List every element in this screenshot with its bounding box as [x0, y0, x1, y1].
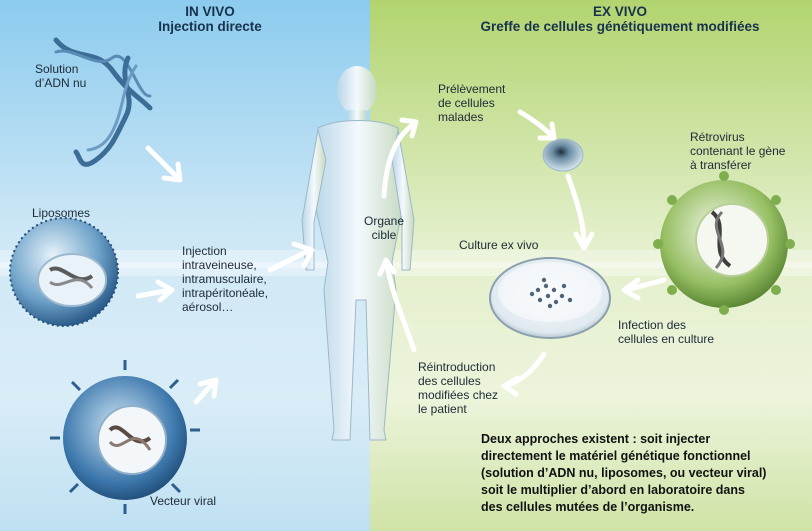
ex-vivo-header: EX VIVO Greffe de cellules génétiquement… [440, 4, 800, 34]
infection-label-line: cellules en culture [618, 332, 714, 346]
infection-label: Infection des cellules en culture [618, 318, 714, 346]
injection-label-line: intrapéritonéale, [182, 286, 268, 300]
target-organ-label-line: Organe [364, 214, 404, 228]
sampled-cell-icon [543, 139, 583, 171]
summary-line: Deux approches existent : soit injecter [481, 431, 806, 448]
naked-dna-label-line: Solution [35, 62, 86, 76]
petri-dish-icon [490, 258, 610, 338]
summary-line: directement le matériel génétique foncti… [481, 448, 806, 465]
sampling-label-line: de cellules [438, 96, 505, 110]
infection-label-line: Infection des [618, 318, 714, 332]
sampling-label: Prélèvement de cellules malades [438, 82, 505, 124]
in-vivo-header: IN VIVO Injection directe [100, 4, 320, 34]
reintroduction-label-line: le patient [418, 402, 498, 416]
sampling-label-line: malades [438, 110, 505, 124]
summary-text: Deux approches existent : soit injecter … [481, 431, 806, 516]
naked-dna-label-line: d’ADN nu [35, 76, 86, 90]
summary-line: (solution d’ADN nu, liposomes, ou vecteu… [481, 465, 806, 482]
in-vivo-title: IN VIVO [100, 4, 320, 19]
sampling-label-line: Prélèvement [438, 82, 505, 96]
liposomes-label: Liposomes [32, 206, 90, 220]
reintroduction-label: Réintroduction des cellules modifiées ch… [418, 360, 498, 416]
reintroduction-label-line: modifiées chez [418, 388, 498, 402]
retrovirus-label-line: Rétrovirus [690, 130, 785, 144]
reintroduction-label-line: Réintroduction [418, 360, 498, 374]
reintroduction-label-line: des cellules [418, 374, 498, 388]
retrovirus-label: Rétrovirus contenant le gène à transfére… [690, 130, 785, 172]
summary-line: soit le multiplier d’abord en laboratoir… [481, 482, 806, 499]
viral-vector-label: Vecteur viral [150, 494, 216, 508]
ex-vivo-subtitle: Greffe de cellules génétiquement modifié… [440, 19, 800, 34]
in-vivo-subtitle: Injection directe [100, 19, 320, 34]
injection-label: Injection intraveineuse, intramusculaire… [182, 244, 268, 314]
retrovirus-label-line: contenant le gène [690, 144, 785, 158]
naked-dna-label: Solution d’ADN nu [35, 62, 86, 90]
injection-label-line: Injection [182, 244, 268, 258]
retrovirus-label-line: à transférer [690, 158, 785, 172]
liposome-icon [10, 218, 118, 326]
target-organ-label-line: cible [364, 228, 404, 242]
summary-line: des cellules mutées de l’organisme. [481, 499, 806, 516]
ex-vivo-title: EX VIVO [440, 4, 800, 19]
culture-label: Culture ex vivo [459, 238, 538, 252]
injection-label-line: intramusculaire, [182, 272, 268, 286]
injection-label-line: aérosol… [182, 300, 268, 314]
injection-label-line: intraveineuse, [182, 258, 268, 272]
target-organ-label: Organe cible [364, 214, 404, 242]
